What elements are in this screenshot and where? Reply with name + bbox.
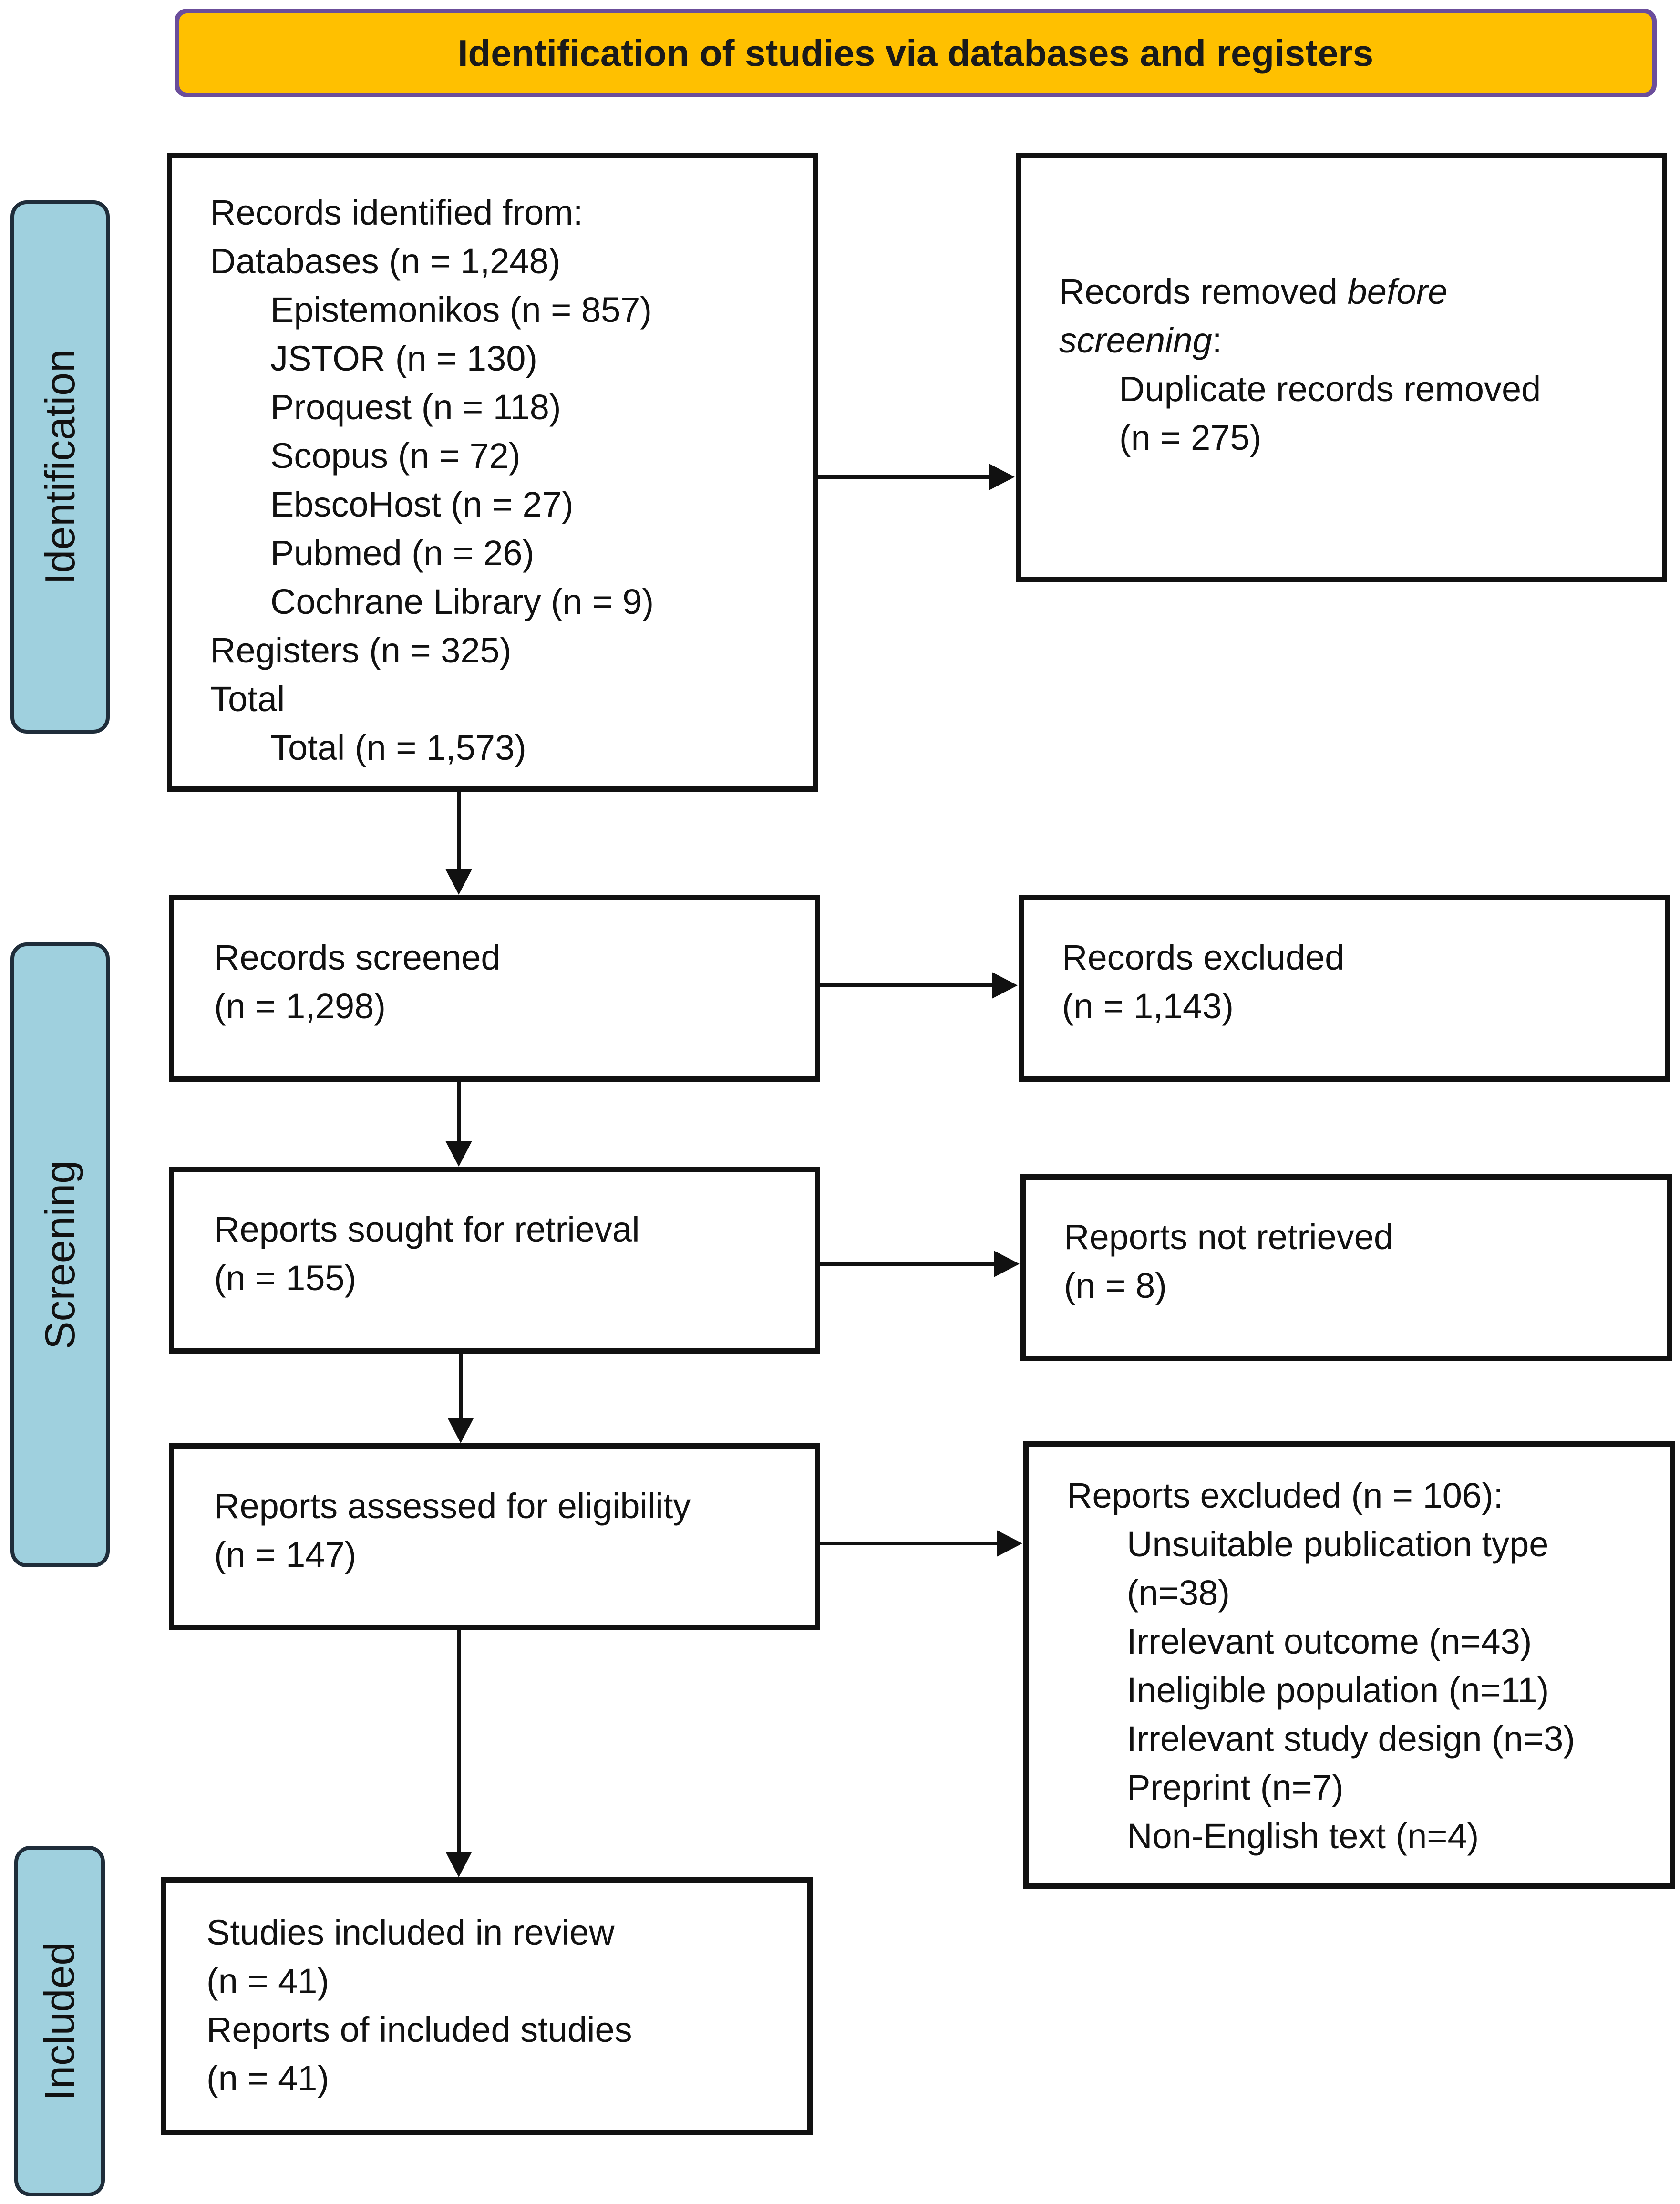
phase-label-identification: Identification (10, 200, 110, 734)
arrowhead-screened-to-excluded (992, 972, 1018, 999)
sought-label: Reports sought for retrieval (214, 1210, 640, 1249)
phase-screening-text: Screening (36, 1160, 83, 1350)
assessed-count: (n = 147) (214, 1535, 357, 1574)
included-reports-label: Reports of included studies (206, 2010, 632, 2049)
sought-count: (n = 155) (214, 1258, 357, 1298)
removed-line1-emph: before (1347, 272, 1448, 311)
removed-line1: Records removed before (1059, 268, 1628, 316)
phase-included-text: Included (36, 1942, 83, 2101)
source-scopus: Scopus (n = 72) (270, 436, 521, 476)
header-title: Identification of studies via databases … (457, 31, 1374, 74)
arrowhead-screened-to-sought (445, 1141, 472, 1167)
removed-item: Duplicate records removed (1119, 369, 1541, 409)
arrowhead-assessed-to-included (445, 1852, 472, 1877)
screened-label: Records screened (214, 938, 501, 977)
removed-line1-prefix: Records removed (1059, 272, 1348, 311)
source-jstor: JSTOR (n = 130) (270, 339, 538, 378)
source-cochrane: Cochrane Library (n = 9) (270, 582, 654, 621)
arrowhead-identified-to-removed (989, 464, 1015, 490)
reports-excluded-box: Reports excluded (n = 106): Unsuitable p… (1023, 1441, 1675, 1889)
arrowhead-sought-to-assessed (447, 1418, 474, 1443)
phase-label-screening: Screening (10, 942, 110, 1567)
included-studies-label: Studies included in review (206, 1913, 615, 1952)
reason-ineligible-population: Ineligible population (n=11) (1127, 1670, 1549, 1710)
source-proquest: Proquest (n = 118) (270, 387, 561, 427)
reason-irrelevant-outcome: Irrelevant outcome (n=43) (1127, 1622, 1532, 1661)
reason-non-english: Non-English text (n=4) (1127, 1816, 1479, 1856)
arrowhead-identified-to-screened (445, 869, 472, 895)
identified-registers: Registers (n = 325) (210, 631, 512, 670)
arrowhead-sought-to-not-retrieved (994, 1251, 1020, 1277)
source-epistemonikos: Epistemonikos (n = 857) (270, 290, 652, 330)
not-retrieved-count: (n = 8) (1064, 1266, 1167, 1305)
source-ebscohost: EbscoHost (n = 27) (270, 485, 574, 524)
removed-count: (n = 275) (1119, 418, 1262, 457)
screened-count: (n = 1,298) (214, 986, 386, 1026)
identified-databases: Databases (n = 1,248) (210, 241, 561, 281)
reports-sought-box: Reports sought for retrieval (n = 155) (169, 1167, 820, 1354)
identified-heading: Records identified from: (210, 193, 583, 232)
reports-not-retrieved-box: Reports not retrieved (n = 8) (1020, 1174, 1672, 1361)
records-identified-box: Records identified from: Databases (n = … (167, 153, 818, 792)
removed-line2: screening: (1059, 316, 1628, 365)
included-reports-count: (n = 41) (206, 2059, 330, 2098)
identified-total-value: Total (n = 1,573) (270, 728, 526, 767)
phase-label-included: Included (14, 1846, 105, 2196)
reason-publication-type-count: (n=38) (1127, 1573, 1230, 1613)
reports-assessed-box: Reports assessed for eligibility (n = 14… (169, 1443, 820, 1630)
phase-identification-text: Identification (36, 349, 83, 585)
arrowhead-assessed-to-excluded (997, 1530, 1022, 1557)
records-removed-box: Records removed before screening: Duplic… (1016, 153, 1667, 582)
excluded-count: (n = 1,143) (1062, 986, 1234, 1026)
reason-preprint: Preprint (n=7) (1127, 1768, 1344, 1807)
reason-irrelevant-design: Irrelevant study design (n=3) (1127, 1719, 1575, 1759)
studies-included-box: Studies included in review (n = 41) Repo… (161, 1877, 813, 2135)
excluded-label: Records excluded (1062, 938, 1345, 977)
records-screened-box: Records screened (n = 1,298) (169, 895, 820, 1082)
included-studies-count: (n = 41) (206, 1961, 330, 2001)
not-retrieved-label: Reports not retrieved (1064, 1217, 1394, 1257)
identified-total-label: Total (210, 679, 285, 719)
reports-excluded-heading: Reports excluded (n = 106): (1067, 1476, 1504, 1515)
removed-line2-emph: screening (1059, 321, 1212, 360)
identification-header: Identification of studies via databases … (175, 9, 1657, 97)
removed-line2-suffix: : (1212, 321, 1222, 360)
assessed-label: Reports assessed for eligibility (214, 1486, 691, 1526)
source-pubmed: Pubmed (n = 26) (270, 533, 535, 573)
records-excluded-box: Records excluded (n = 1,143) (1019, 895, 1670, 1082)
reason-publication-type: Unsuitable publication type (1127, 1524, 1549, 1564)
